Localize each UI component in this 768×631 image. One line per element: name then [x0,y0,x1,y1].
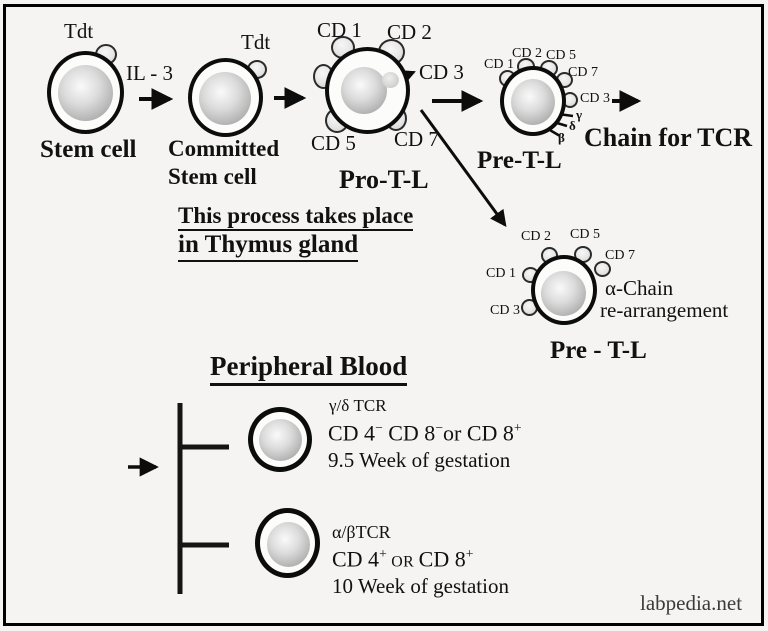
pre1-cd5-label: CD 5 [546,48,576,63]
pre1-nucleus [511,79,555,125]
gamma-delta-t-cell-body [248,407,312,472]
peripheral-blood-title: Peripheral Blood [210,351,408,386]
pre2-label: Pre - T-L [550,337,647,364]
chain-for-tcr-label: Chain for TCR [584,123,753,152]
ab-cd-sup1: + [379,546,387,561]
stem-tdt-label: Tdt [64,19,94,43]
pre1-cd3-label: CD 3 [580,91,610,106]
gd-cd-part2: CD 8 [382,420,436,446]
pro-tl-label: Pro-T-L [339,165,429,194]
gd-cd-part1: CD 4 [328,420,376,446]
committed-cell-nucleus [199,72,251,125]
ab-cd-part2: CD 8 [418,546,466,572]
ab-cd-sup2: + [465,546,474,561]
pro-cd5-label: CD 5 [311,131,356,155]
ab-cd-part1: CD 4 [332,546,380,572]
pro-cd1-label: CD 1 [317,18,362,42]
stem-cell-label: Stem cell [40,136,137,163]
pro-tl-cd3-vesicle-icon [382,72,399,88]
alpha-beta-t-cell-body [255,508,320,578]
pre2-cd7-bump-icon [594,261,611,277]
pro-cd7-label: CD 7 [394,127,439,151]
pre1-cd2-label: CD 2 [512,46,542,61]
alpha-chain-note-line2: re-arrangement [600,298,729,322]
gd-cd-phenotype-label: CD 4− CD 8−or CD 8+ [328,420,522,446]
ab-cd-phenotype-label: CD 4+ OR CD 8+ [332,546,473,572]
ab-cd-or: OR [386,553,419,571]
pre2-cd2-label: CD 2 [521,229,551,244]
stem-cell-body [47,51,124,134]
ab-tcr-label: α/βTCR [332,522,391,542]
pre2-cd7-label: CD 7 [605,248,635,263]
gd-cd-sup1: − [375,420,383,435]
gamma-delta-t-cell-nucleus [259,419,302,461]
pre2-nucleus [541,271,586,316]
gamma-chain-label: γ [576,107,583,122]
committed-cell-label: Committed Stem cell [168,135,279,191]
il3-label: IL - 3 [126,61,174,85]
committed-cell-body [188,58,263,137]
committed-label-line2: Stem cell [168,164,257,189]
thymus-note-line1: This process takes place [178,203,414,232]
gd-tcr-label: γ/δ TCR [329,396,387,415]
delta-chain-label: δ [569,118,576,133]
pre1-cd1-label: CD 1 [484,57,514,72]
committed-tdt-label: Tdt [241,30,271,54]
ab-gestation-label: 10 Week of gestation [332,574,509,598]
pro-tl-nucleus [341,67,387,114]
pre2-cd3-label: CD 3 [490,303,520,318]
pro-cd2-label: CD 2 [387,20,432,44]
pre2-cell-body [531,255,597,325]
watermark: labpedia.net [640,591,743,615]
pre1-label: Pre-T-L [477,147,562,174]
pro-cd3-label: CD 3 [419,60,464,84]
alpha-chain-note-line1: α-Chain [605,276,674,300]
gd-cd-sup2: − [435,420,443,435]
pre2-cd1-label: CD 1 [486,266,516,281]
gd-gestation-label: 9.5 Week of gestation [328,448,511,472]
committed-label-line1: Committed [168,136,280,161]
pro-tl-cell-body [325,47,410,134]
pre1-cd7-label: CD 7 [568,65,598,80]
alpha-beta-t-cell-nucleus [267,522,310,567]
thymus-note-line2: in Thymus gland [178,231,359,262]
beta-chain-label: β [558,130,565,145]
gd-cd-part3: or CD 8 [443,420,514,446]
gd-cd-sup3: + [513,420,522,435]
stem-cell-nucleus [58,65,113,121]
pre2-cd5-label: CD 5 [570,227,600,242]
pre1-cell-body [500,66,566,136]
